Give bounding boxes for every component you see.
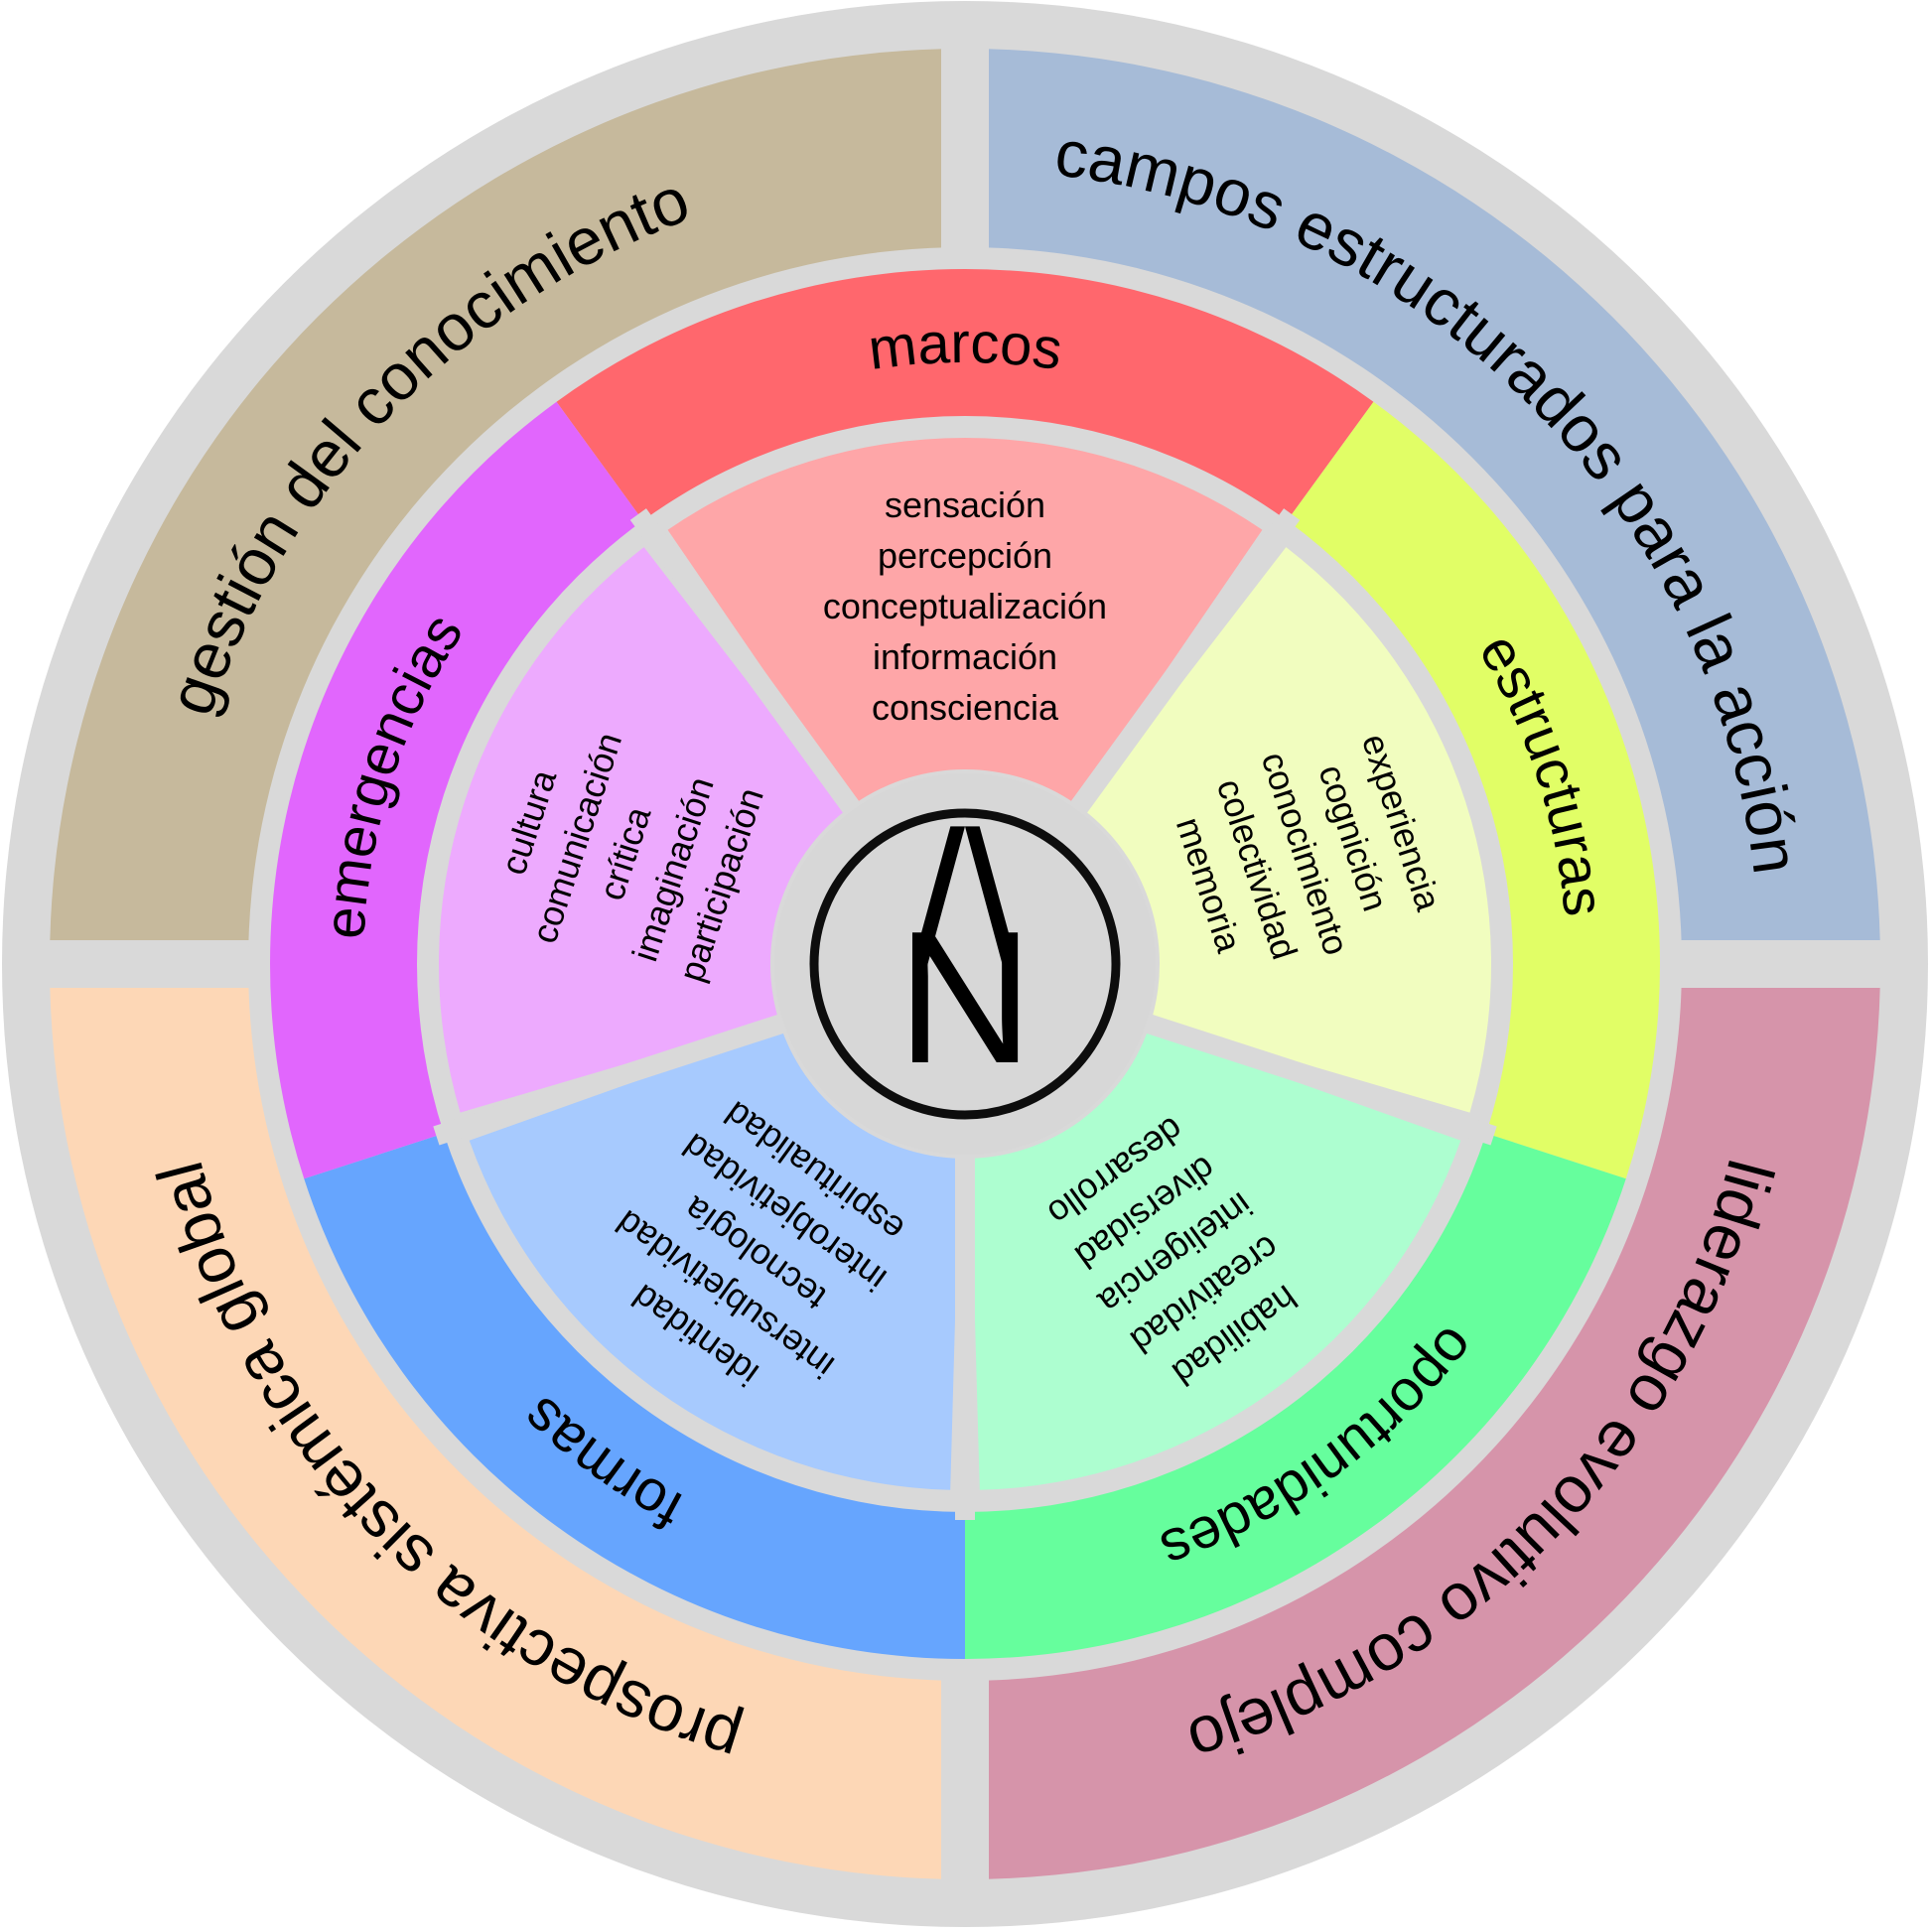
middle-segment-oportunidades bbox=[965, 1133, 1626, 1659]
inner-ring bbox=[433, 437, 1497, 1520]
middle-segment-formas bbox=[304, 1133, 965, 1659]
inner-item-marcos: percepción bbox=[878, 535, 1052, 576]
inner-item-marcos: información bbox=[873, 636, 1057, 677]
middle-segment-emergencias bbox=[270, 401, 643, 1179]
north-letter-glyph: N bbox=[897, 893, 1033, 1103]
inner-segment-emergencias bbox=[439, 547, 847, 1113]
middle-segment-estructuras bbox=[1287, 401, 1660, 1179]
inner-item-marcos: consciencia bbox=[872, 687, 1059, 728]
north-emblem-circle bbox=[809, 808, 1121, 1120]
middle-segment-marcos bbox=[556, 269, 1374, 521]
inner-items-marcos: sensación percepción conceptualización info… bbox=[823, 484, 1107, 728]
north-arrow-glyph: /\ bbox=[912, 793, 1018, 1004]
inner-item-marcos: conceptualización bbox=[823, 586, 1107, 626]
inner-spoke-divider bbox=[433, 1013, 789, 1146]
inner-items-oportunidades: habilidadcreatividadinteligenciadiversid… bbox=[1040, 1109, 1305, 1394]
inner-spoke-divider bbox=[629, 508, 863, 818]
inner-segment-estructuras bbox=[1083, 547, 1491, 1113]
middle-ring bbox=[270, 269, 1660, 1659]
inner-segment-formas bbox=[469, 1029, 960, 1490]
inner-segment-oportunidades bbox=[970, 1029, 1461, 1490]
inner-segment-marcos bbox=[667, 437, 1263, 804]
center-disc bbox=[774, 773, 1156, 1155]
inner-item-marcos: sensación bbox=[885, 484, 1045, 525]
inner-spoke-divider bbox=[1067, 508, 1301, 818]
inner-spoke-divider bbox=[1141, 1013, 1497, 1146]
